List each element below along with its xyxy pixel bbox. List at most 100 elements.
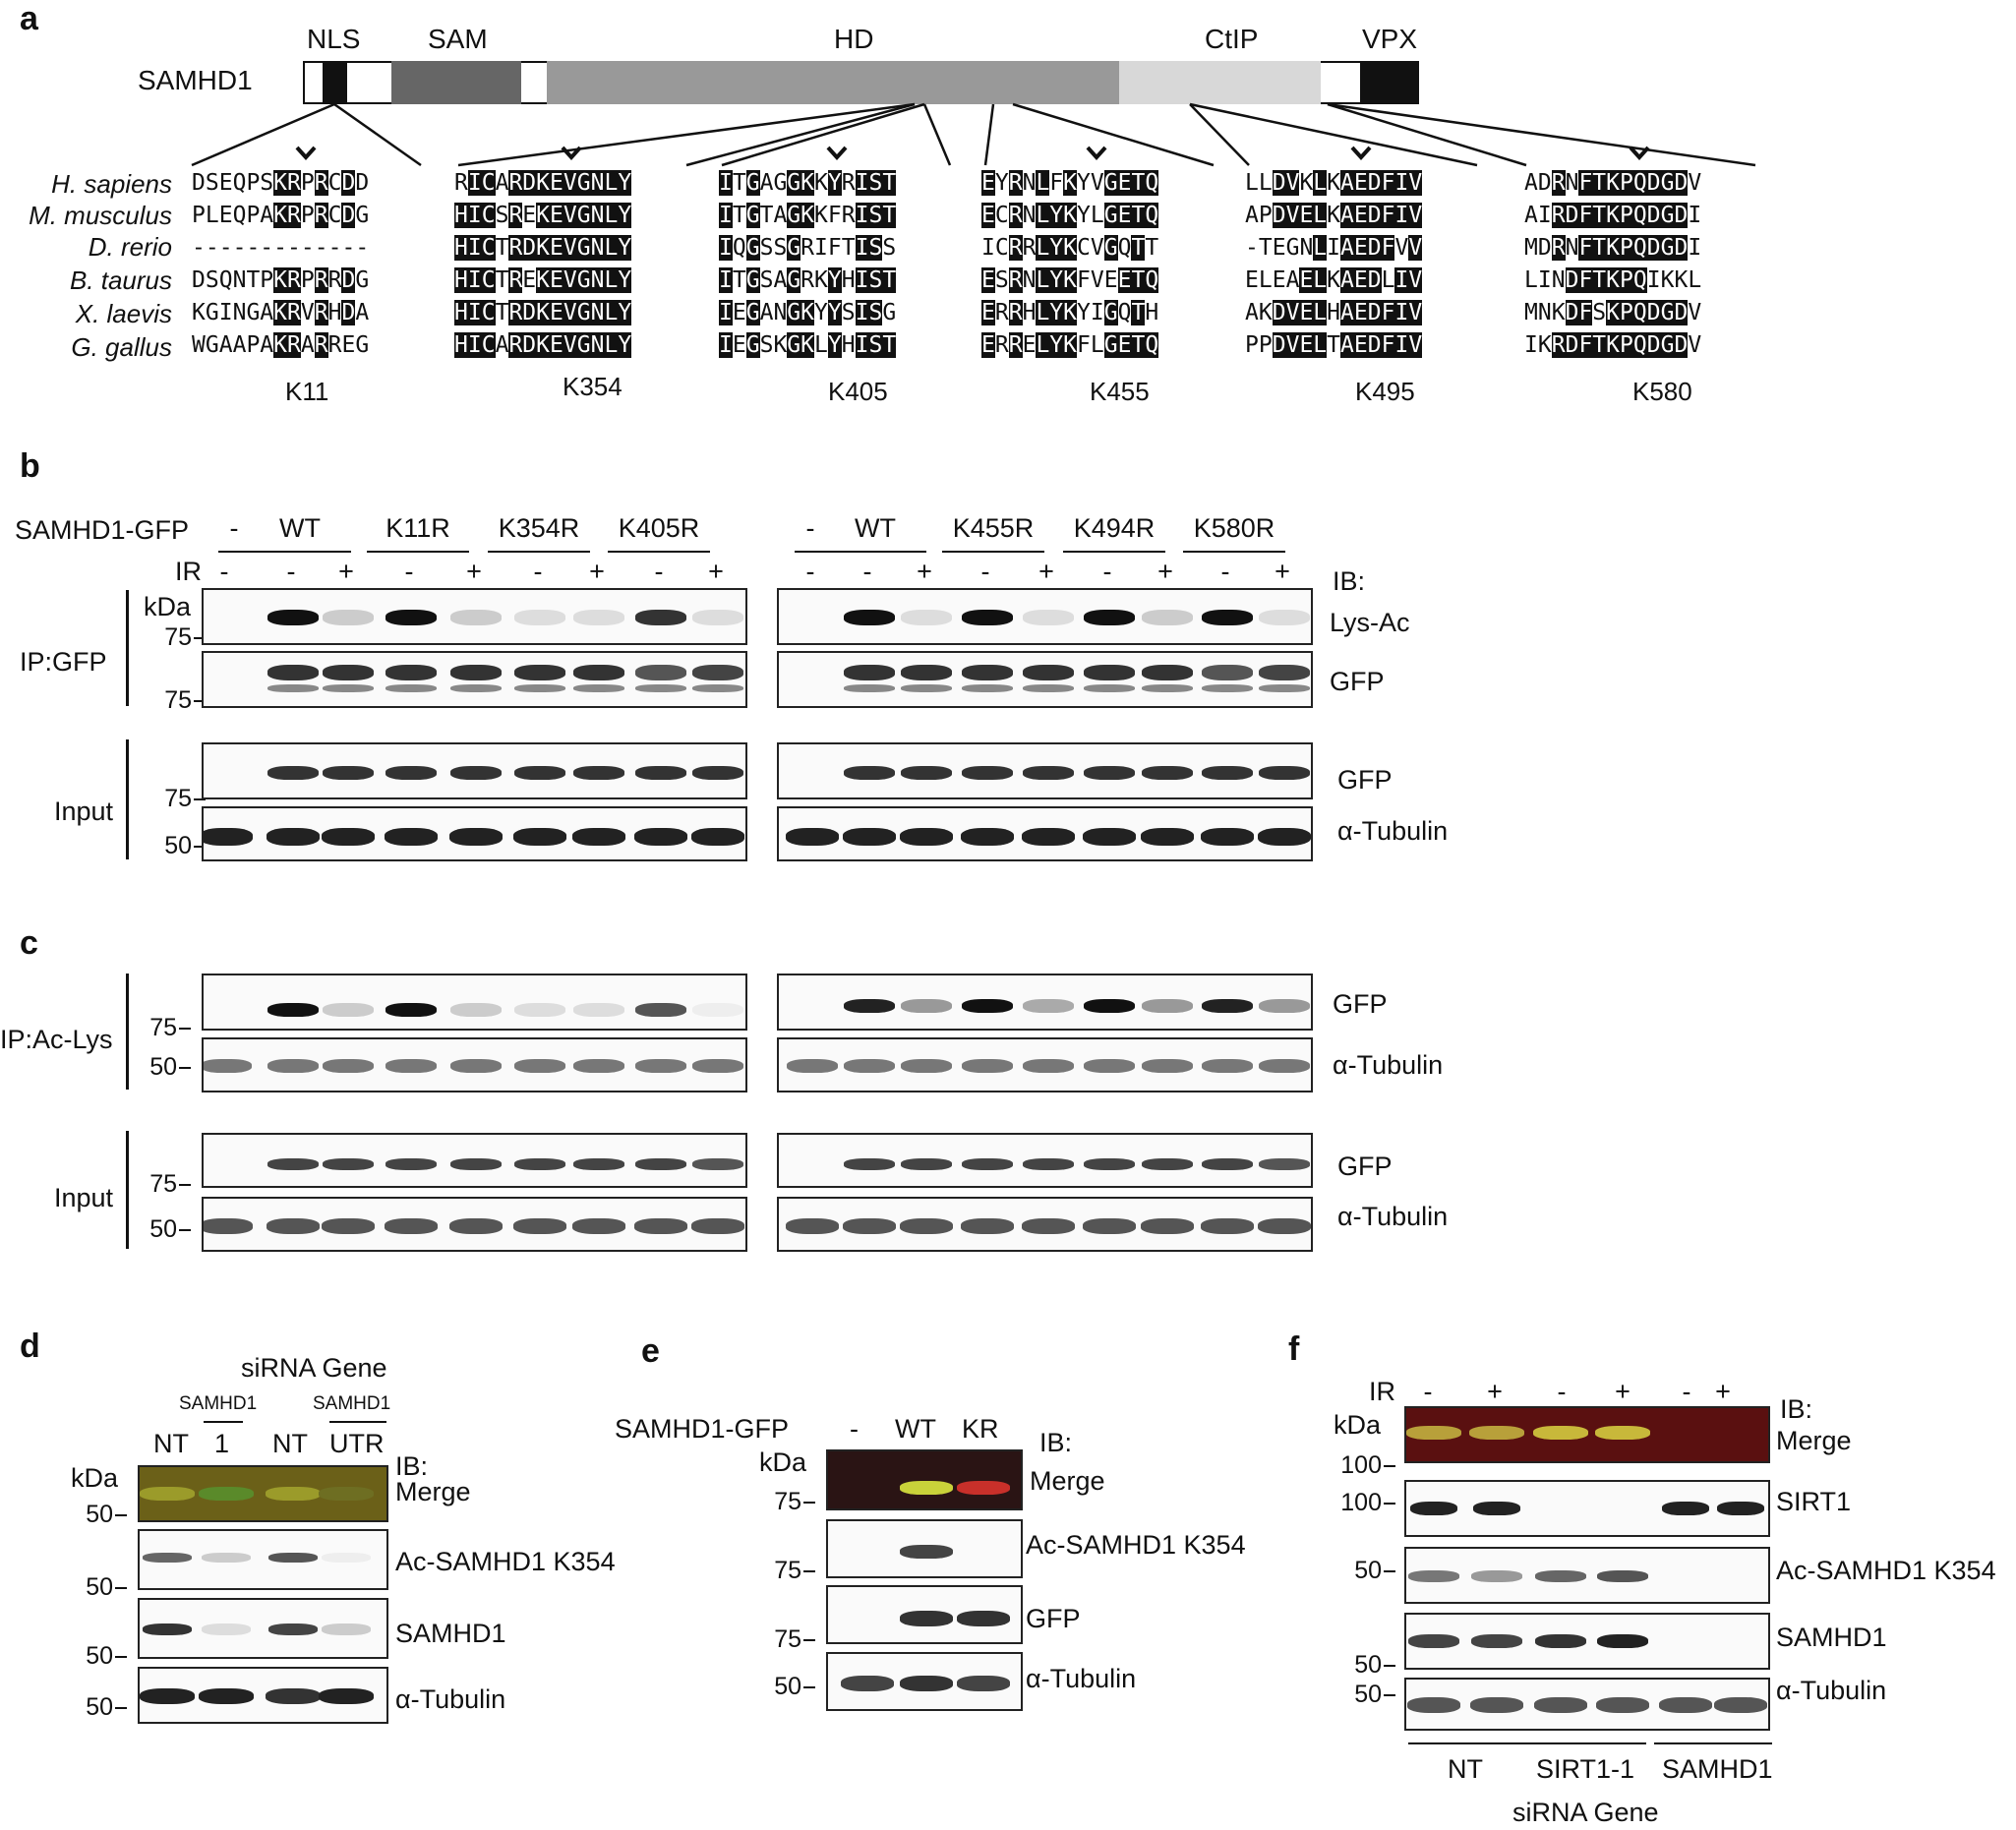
blot-tubulin-input-c-right [777,1197,1313,1252]
band [962,766,1013,780]
species-label: G. gallus [71,332,172,362]
blot-gfp-input-right [777,742,1313,799]
band [267,684,319,692]
blot-merge-d [138,1465,388,1522]
band [692,684,743,692]
band [962,999,1013,1013]
band [385,828,438,846]
antibody-label: Ac-SAMHD1 K354 [395,1547,616,1576]
band [1259,665,1310,680]
band [841,1611,894,1626]
band [1142,610,1193,625]
band [841,1545,894,1559]
band [1259,684,1310,692]
mw-marker: 50 [64,1644,127,1669]
band [1408,1570,1459,1582]
band [1201,828,1254,846]
ip-label: IP:GFP [20,647,107,677]
lane-label: NT [272,1429,308,1458]
band [573,665,624,680]
band [1202,665,1253,680]
band [1142,665,1193,680]
band [1084,766,1135,780]
band [1717,1502,1764,1515]
band [199,1688,254,1704]
blot-lys-ac-left [202,588,747,645]
band [199,1487,254,1501]
band [319,1487,374,1501]
blot-tubulin-left [202,806,747,861]
band [692,665,743,680]
mw-marker: 50 [752,1675,815,1699]
species-label: M. musculus [29,201,172,230]
band [1023,610,1074,625]
mw-marker: 75 [128,1172,191,1197]
band [514,1158,565,1170]
band [957,1676,1010,1691]
band [573,610,624,625]
band [1083,1218,1136,1234]
band [267,1003,319,1017]
ib-label: IB: [1333,566,1366,596]
band [143,1623,192,1635]
band [843,1218,896,1234]
band [513,828,566,846]
band [450,610,502,625]
band [204,665,252,680]
ir-sign: - [1220,557,1230,586]
band [140,1487,195,1501]
antibody-label: α-Tubulin [1776,1676,1887,1705]
blot-tubulin-right [777,806,1313,861]
blot-ac-samhd1-d [138,1529,388,1590]
band [1715,1570,1766,1582]
band [268,1553,318,1563]
band [1259,766,1310,780]
mw-marker: 50 [1333,1653,1395,1678]
band [1084,1059,1135,1073]
band [572,828,625,846]
domain-label-sam: SAM [428,24,488,54]
band [962,610,1013,625]
mw-marker: 50 [64,1695,127,1720]
ir-sign: + [466,557,482,586]
band [787,766,838,780]
blot-gfp-ip-right [777,651,1313,708]
input-label: Input [54,1183,114,1212]
ir-sign: + [1615,1377,1631,1406]
kda-label: kDa [144,592,192,621]
band [957,1611,1010,1626]
band [635,665,686,680]
sirna-gene-footer: siRNA Gene [1512,1798,1659,1827]
site-label-k455: K455 [1090,377,1150,406]
domain-vpx [1360,61,1419,104]
lane-group-label: - [805,513,815,543]
band [1202,999,1253,1013]
band [385,610,437,625]
ir-sign: + [917,557,932,586]
input-bracket [126,1131,129,1249]
lane-group-label: K11R [385,513,450,543]
band [962,665,1013,680]
band [573,684,624,692]
band [204,1158,252,1170]
band [1597,1570,1648,1582]
blot-merge-f [1404,1406,1770,1463]
antibody-label: SAMHD1 [395,1619,506,1648]
blot-tubulin-e [826,1652,1023,1711]
band [635,1003,686,1017]
band [843,828,896,846]
ip-bracket [126,974,129,1090]
band [844,766,895,780]
band [1259,1158,1310,1170]
band [450,665,502,680]
band [449,828,503,846]
band [1659,1697,1712,1713]
mw-marker: 75 [752,1627,815,1652]
band [1595,1426,1650,1440]
band [204,1003,252,1017]
band [901,665,952,680]
band [323,1003,374,1017]
band [514,610,565,625]
